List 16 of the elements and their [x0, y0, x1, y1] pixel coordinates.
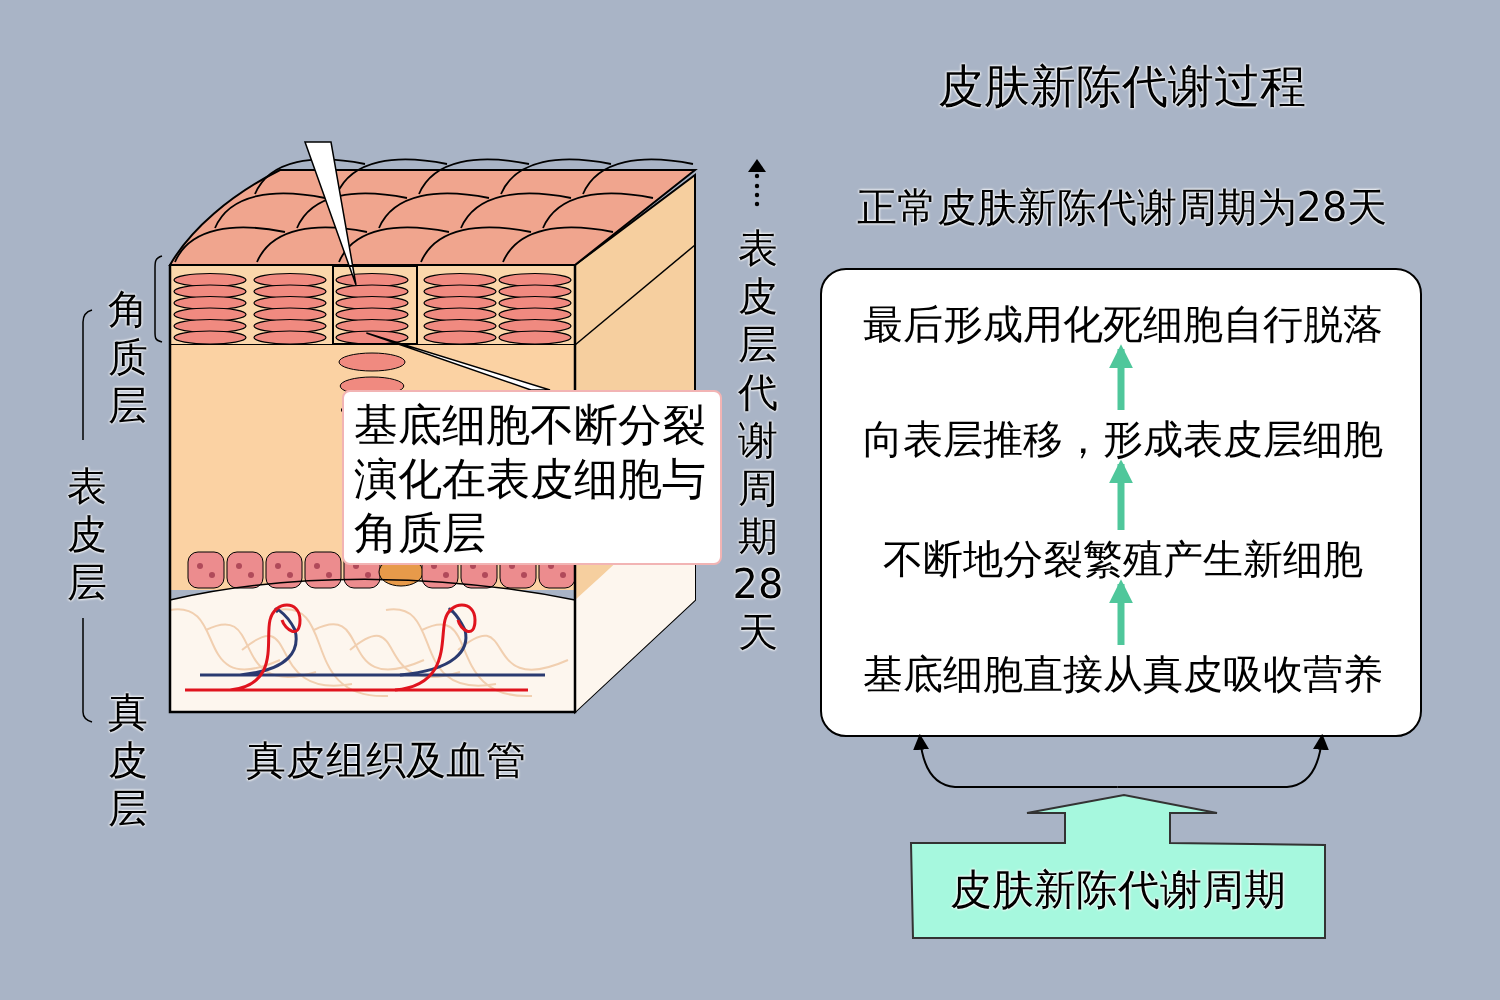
subtitle: 正常皮肤新陈代谢周期为28天: [855, 183, 1389, 232]
process-step-text: 不断地分裂繁殖产生新细胞: [822, 534, 1424, 584]
layer-label: 表皮层: [66, 462, 108, 606]
layer-label: 真皮层: [107, 688, 149, 832]
callout-pointer: [365, 332, 551, 391]
process-step-text: 最后形成用化死细胞自行脱落: [822, 299, 1424, 349]
process-step-text: 向表层推移，形成表皮层细胞: [822, 414, 1424, 464]
cell-column-box: [332, 265, 418, 345]
process-box: [820, 268, 1422, 737]
arrow: [1116, 733, 1329, 788]
layer-label: 角质层: [107, 285, 149, 429]
caption-label: 真皮组织及血管: [245, 736, 527, 785]
process-step-text: 基底细胞直接从真皮吸收营养: [822, 649, 1424, 699]
arrow: [913, 733, 1119, 788]
title: 皮肤新陈代谢过程: [937, 58, 1307, 114]
vertical-label: 表皮层代谢周期28天: [731, 224, 785, 656]
